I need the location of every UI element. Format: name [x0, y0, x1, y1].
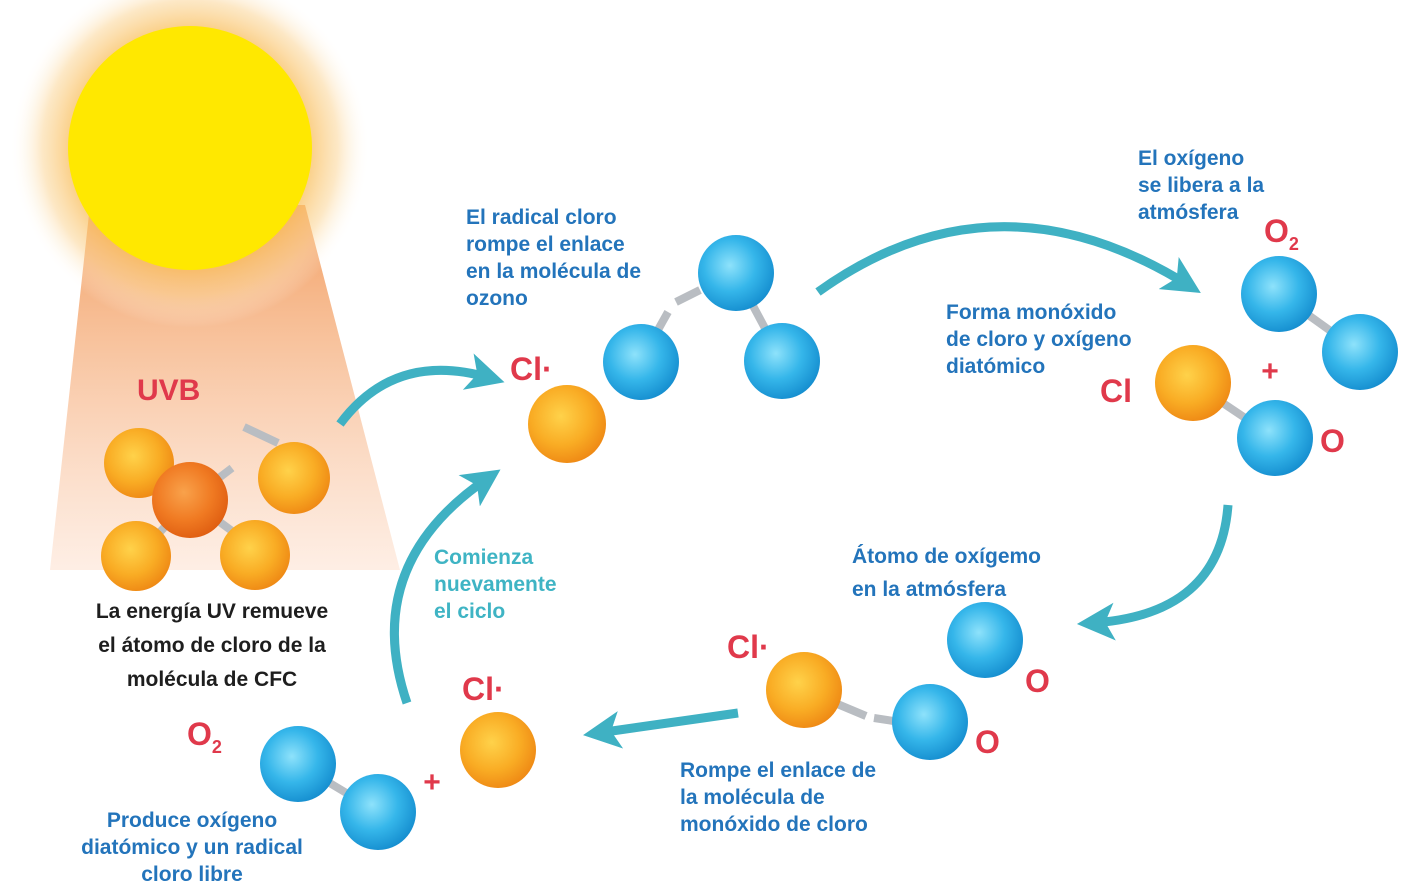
chlorine-atom [101, 521, 171, 591]
cycle-arrow-icon [336, 353, 505, 427]
svg-text:en la molécula de: en la molécula de [466, 260, 641, 283]
ozone-molecule [528, 235, 820, 463]
svg-text:diatómico: diatómico [946, 355, 1045, 378]
oxygen-atom [1241, 256, 1317, 332]
plus-sign: + [423, 766, 441, 799]
oxygen-atom [603, 324, 679, 400]
o2-label: O2 [1264, 213, 1299, 254]
svg-text:La energía UV remueve: La energía UV remueve [96, 600, 328, 623]
svg-text:El radical cloro: El radical cloro [466, 206, 617, 229]
svg-text:la molécula de: la molécula de [680, 786, 825, 809]
cl-label: Cl [1100, 373, 1132, 409]
cl-radical-label: Cl· [462, 671, 505, 707]
cycle-arrows [336, 222, 1233, 749]
chlorine-atom [104, 428, 174, 498]
chlorine-monoxide-molecule [1155, 345, 1313, 476]
sun-icon [10, 0, 370, 328]
chlorine-atom [766, 652, 842, 728]
oxygen-atom-caption: Átomo de oxígemo en la atmósfera [852, 545, 1041, 601]
svg-text:de cloro y oxígeno: de cloro y oxígeno [946, 328, 1132, 351]
forms-monoxide-caption: Forma monóxido de cloro y oxígeno diatóm… [946, 301, 1132, 378]
chlorine-atom [460, 712, 536, 788]
plus-sign: + [1261, 355, 1279, 388]
cycle-arrow-icon [1076, 504, 1233, 641]
o-label: O [1025, 663, 1050, 699]
broken-bond-icon [242, 423, 280, 447]
chlorine-atom [220, 520, 290, 590]
released-o2-molecule [1241, 256, 1398, 390]
cl-radical-label: Cl· [727, 629, 770, 665]
cycle-arrow-icon [583, 708, 739, 749]
o-label: O [1320, 423, 1345, 459]
chlorine-atom [1155, 345, 1231, 421]
svg-text:atmósfera: atmósfera [1138, 201, 1239, 224]
chlorine-atom [258, 442, 330, 514]
cycle-arrow-icon [815, 222, 1201, 296]
breaks-bond-caption: Rompe el enlace de la molécula de monóxi… [680, 759, 876, 836]
svg-text:el átomo de cloro de la: el átomo de cloro de la [98, 634, 326, 657]
chlorine-atom [528, 385, 606, 463]
svg-text:en la atmósfera: en la atmósfera [852, 578, 1006, 601]
cfc-molecule [101, 423, 330, 591]
oxygen-atom [698, 235, 774, 311]
carbon-atom [152, 462, 228, 538]
produces-caption: Produce oxígeno diatómico y un radical c… [81, 809, 303, 886]
svg-text:monóxido de cloro: monóxido de cloro [680, 813, 868, 836]
svg-text:Forma monóxido: Forma monóxido [946, 301, 1116, 324]
svg-text:ozono: ozono [466, 287, 528, 310]
svg-text:rompe el enlace: rompe el enlace [466, 233, 625, 256]
cl-radical-label: Cl· [510, 351, 553, 387]
uvb-label: UVB [137, 374, 200, 407]
svg-text:cloro libre: cloro libre [141, 863, 243, 886]
oxygen-atom [744, 323, 820, 399]
svg-text:Produce oxígeno: Produce oxígeno [107, 809, 277, 832]
diatomic-oxygen-molecule [260, 726, 416, 850]
uv-energy-caption: La energía UV remueve el átomo de cloro … [96, 600, 328, 691]
svg-text:El oxígeno: El oxígeno [1138, 147, 1244, 170]
oxygen-atom [1322, 314, 1398, 390]
oxygen-atom [260, 726, 336, 802]
svg-text:Comienza: Comienza [434, 546, 534, 569]
svg-text:Rompe el enlace de: Rompe el enlace de [680, 759, 876, 782]
radical-breaks-caption: El radical cloro rompe el enlace en la m… [466, 206, 641, 310]
oxygen-atom [892, 684, 968, 760]
o2-label: O2 [187, 716, 222, 757]
svg-text:nuevamente: nuevamente [434, 573, 557, 596]
cycle-restarts-caption: Comienza nuevamente el ciclo [434, 546, 557, 623]
svg-text:el ciclo: el ciclo [434, 600, 505, 623]
oxygen-atom [340, 774, 416, 850]
svg-text:molécula de CFC: molécula de CFC [127, 668, 297, 691]
cycle-arrow-icon [389, 469, 501, 705]
chlorine-monoxide-molecule [766, 652, 968, 760]
svg-text:diatómico y un radical: diatómico y un radical [81, 836, 303, 859]
oxygen-atom [947, 602, 1023, 678]
broken-bond-icon [674, 286, 702, 306]
oxygen-atom [1237, 400, 1313, 476]
o-label: O [975, 724, 1000, 760]
svg-text:se libera a la: se libera a la [1138, 174, 1264, 197]
svg-text:Átomo de oxígemo: Átomo de oxígemo [852, 545, 1041, 568]
oxygen-released-caption: El oxígeno se libera a la atmósfera [1138, 147, 1264, 224]
